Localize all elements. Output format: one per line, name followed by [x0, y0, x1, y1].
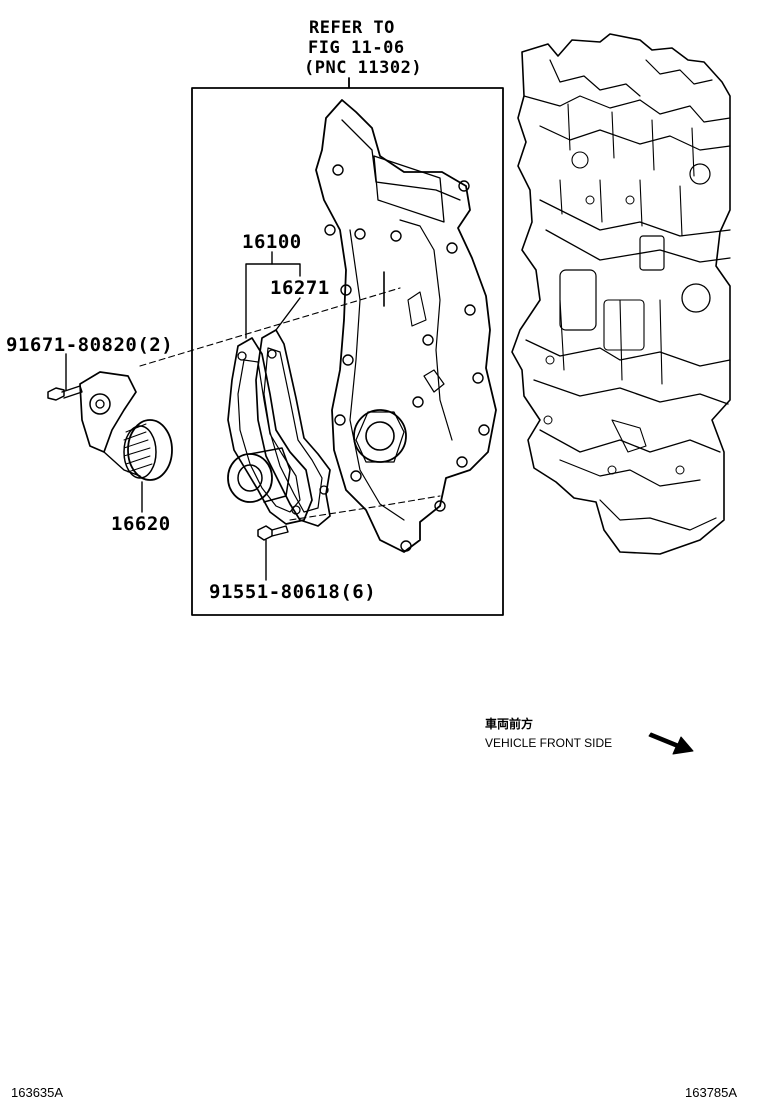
footer-id-right: 163785A [685, 1085, 738, 1100]
direction-label-english: VEHICLE FRONT SIDE [485, 736, 613, 750]
front-direction-arrow-icon [648, 732, 694, 755]
engine-block-illustration [511, 33, 731, 555]
water-pump-illustration [227, 337, 329, 525]
leader-lines [65, 251, 301, 581]
timing-cover-illustration [315, 99, 497, 553]
part-label-water-pump[interactable]: 16100 [242, 231, 302, 253]
refer-line-2: FIG 11-06 [308, 38, 405, 58]
alignment-lines [139, 287, 441, 521]
direction-label-japanese: 車両前方 [485, 717, 534, 731]
footer-id-left: 163635A [11, 1085, 64, 1100]
part-label-gasket[interactable]: 16271 [270, 277, 330, 299]
refer-line-3: (PNC 11302) [304, 58, 423, 78]
tensioner-illustration [79, 371, 173, 481]
bolt-upper-illustration [47, 385, 83, 401]
gasket-illustration [255, 329, 331, 527]
bolt-lower-illustration [257, 525, 289, 541]
part-label-bolt-lower[interactable]: 91551-80618(6) [209, 581, 377, 603]
reference-frame [191, 77, 504, 616]
part-label-bolt-upper[interactable]: 91671-80820(2) [6, 334, 174, 356]
part-label-tensioner[interactable]: 16620 [111, 513, 171, 535]
refer-line-1: REFER TO [309, 18, 395, 38]
